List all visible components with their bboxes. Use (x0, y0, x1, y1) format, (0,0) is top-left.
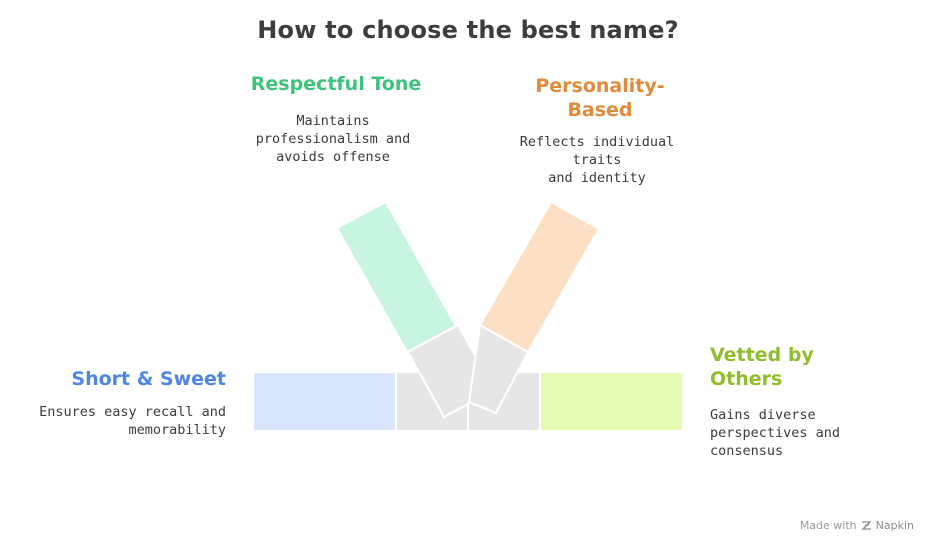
short-sweet-description: Ensures easy recall and memorability (16, 403, 226, 439)
footer-brand: Napkin (875, 519, 914, 532)
short-desc-line: memorability (128, 422, 226, 438)
short-sweet-heading: Short & Sweet (71, 368, 226, 390)
respectful-desc-line: Maintains (296, 113, 370, 129)
vetted-heading: Vetted by Others (710, 343, 910, 391)
respectful-tone-bar (336, 201, 457, 353)
personality-based-description: Reflects individual traits and identity (492, 133, 702, 187)
personality-bar (479, 201, 600, 353)
page-title: How to choose the best name? (257, 16, 679, 44)
napkin-logo-icon (861, 521, 872, 530)
short-desc-line: Ensures easy recall and (39, 404, 226, 420)
personality-desc-line: Reflects individual traits (519, 134, 675, 168)
personality-desc-line: and identity (548, 170, 646, 186)
personality-heading-line: Personality- (535, 75, 665, 97)
respectful-desc-line: avoids offense (276, 149, 390, 165)
short-sweet-bar (252, 371, 397, 432)
made-with-napkin-footer[interactable]: Made with Napkin (800, 519, 914, 532)
personality-heading-line: Based (567, 99, 633, 121)
respectful-tone-heading: Respectful Tone (250, 73, 422, 95)
vetted-desc-line: Gains diverse (710, 407, 816, 423)
personality-based-heading: Personality- Based (500, 74, 700, 122)
vetted-desc-line: perspectives and (710, 425, 841, 441)
vetted-heading-line: Others (710, 368, 783, 390)
footer-prefix: Made with (799, 519, 857, 532)
respectful-desc-line: professionalism and (255, 131, 411, 147)
vetted-heading-line: Vetted by (710, 344, 814, 366)
vetted-bar (539, 371, 684, 432)
vetted-description: Gains diverse perspectives and consensus (710, 406, 910, 460)
respectful-tone-description: Maintains professionalism and avoids off… (233, 112, 433, 166)
vetted-desc-line: consensus (710, 443, 784, 459)
